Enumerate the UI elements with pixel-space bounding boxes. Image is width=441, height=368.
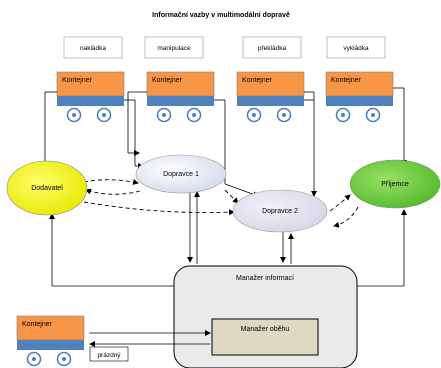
truck-1: Kontejner [56, 71, 125, 123]
truck-4: Kontejner [325, 71, 394, 123]
dashed-connectors [83, 179, 359, 228]
circulation-manager-box [211, 318, 319, 356]
truck-4-label: Kontejner [331, 77, 362, 84]
truck-3: Kontejner [236, 71, 305, 123]
stage-loading-label: nakládka [80, 45, 106, 52]
stage-transshipment-label: překládka [258, 45, 287, 52]
diagram-title: Informační vazby v multimodální dopravě [152, 12, 290, 19]
stage-unloading-label: vykládka [343, 45, 369, 52]
empty-container-label: prázdný [97, 352, 121, 359]
solid-connectors [42, 87, 407, 347]
carrier-2-label: Dopravce 2 [262, 208, 298, 215]
stage-boxes: nakládka manipulace překládka vykládka [63, 36, 386, 59]
receiver-node [349, 159, 441, 209]
circulation-manager-label: Manažer oběhu [241, 326, 290, 333]
truck-5: Kontejner [16, 315, 85, 367]
truck-2: Kontejner [146, 71, 215, 123]
carrier-1-label: Dopravce 1 [163, 171, 199, 178]
carrier-2-node [232, 189, 328, 233]
stage-handling-label: manipulace [157, 45, 191, 52]
truck-2-label: Kontejner [152, 77, 183, 84]
supplier-node [6, 160, 88, 216]
supplier-label: Dodavatel [31, 185, 63, 192]
truck-5-label: Kontejner [22, 321, 53, 328]
truck-3-label: Kontejner [242, 77, 273, 84]
information-manager-label: Manažer informací [236, 275, 294, 282]
receiver-label: Příjemce [381, 181, 409, 188]
truck-1-label: Kontejner [62, 77, 93, 84]
carrier-1-node [135, 154, 227, 194]
